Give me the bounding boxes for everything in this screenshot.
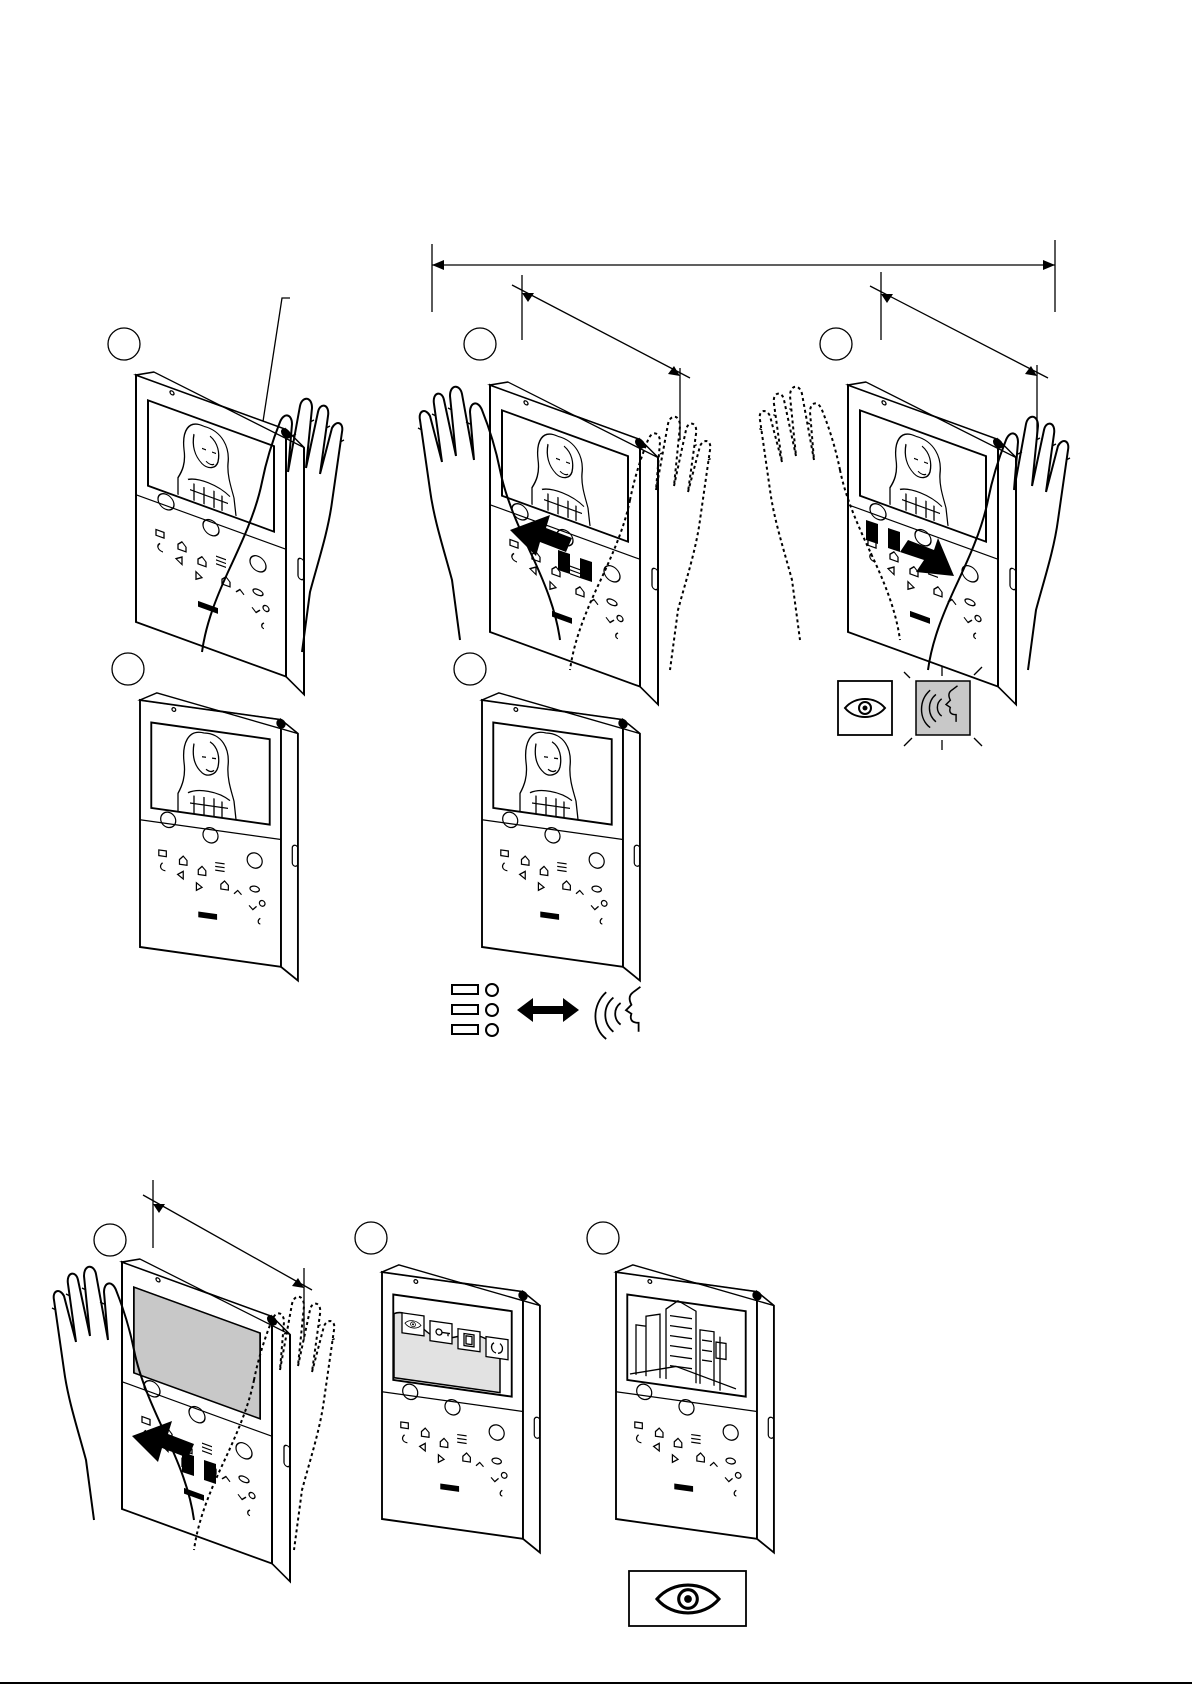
eye-icon — [657, 1585, 719, 1613]
step-6-panel — [52, 1224, 336, 1582]
step-1-panel — [108, 298, 344, 695]
step-number-circle — [454, 653, 486, 685]
step-number-circle — [112, 653, 144, 685]
highlighted-tile — [916, 681, 970, 735]
menu-list-icon — [452, 984, 498, 1036]
step-7-panel — [355, 1222, 540, 1553]
step-number-circle — [587, 1222, 619, 1254]
result-icons — [838, 667, 982, 750]
step-number-circle — [94, 1224, 126, 1256]
step-8-panel — [587, 1222, 774, 1626]
step-2-panel — [418, 328, 712, 705]
step-number-circle — [820, 328, 852, 360]
step-3-panel — [758, 328, 1070, 750]
double-arrow-icon — [517, 998, 579, 1022]
result-eye-tile — [629, 1571, 746, 1626]
step-number-circle — [108, 328, 140, 360]
eye-icon — [845, 699, 885, 717]
step-number-circle — [464, 328, 496, 360]
step-4-panel — [112, 653, 298, 981]
step-number-circle — [355, 1222, 387, 1254]
step-5-panel — [452, 653, 640, 1039]
toggle-icons — [452, 984, 640, 1039]
speaking-head-icon — [595, 987, 640, 1039]
